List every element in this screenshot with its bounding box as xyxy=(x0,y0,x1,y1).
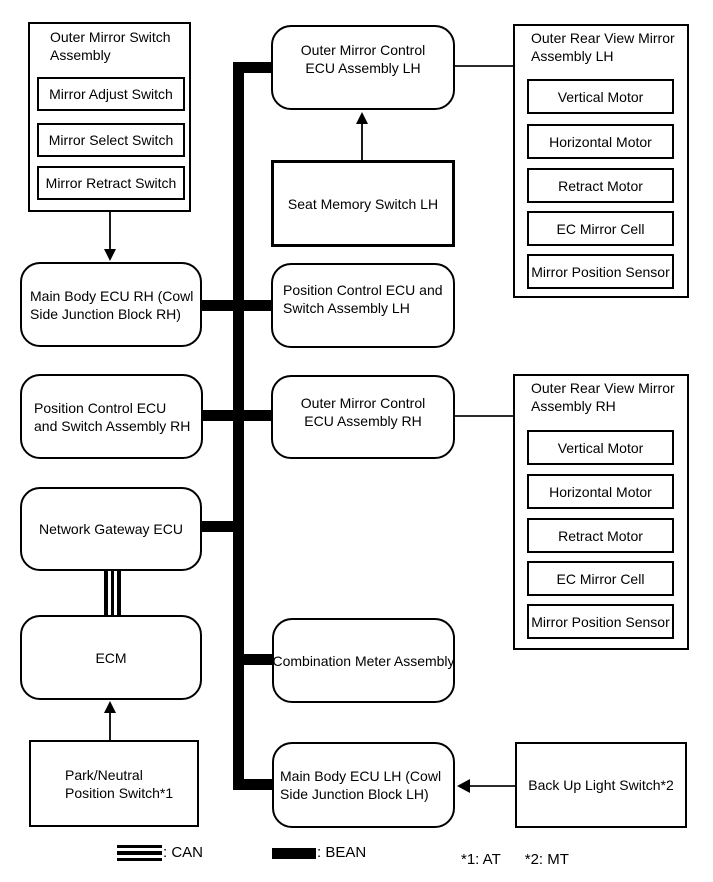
arrow-down-icon xyxy=(104,249,116,261)
node-outer-mirror-switch-assembly: Outer Mirror Switch Assembly Mirror Adju… xyxy=(28,22,191,212)
node-vertical-motor-lh: Vertical Motor xyxy=(527,79,674,114)
node-ecm: ECM xyxy=(20,615,202,700)
node-seat-memory-switch-lh: Seat Memory Switch LH xyxy=(271,160,455,247)
node-combination-meter-assembly: Combination Meter Assembly xyxy=(272,618,455,703)
node-mirror-position-sensor-lh: Mirror Position Sensor xyxy=(527,254,674,289)
can-bus-connector xyxy=(104,571,121,615)
arrow-line-backup-switch-to-main-body-lh xyxy=(470,785,515,787)
node-vertical-motor-rh: Vertical Motor xyxy=(527,430,674,465)
node-outer-mirror-control-ecu-lh: Outer Mirror Control ECU Assembly LH xyxy=(271,25,455,110)
node-horizontal-motor-rh: Horizontal Motor xyxy=(527,474,674,509)
node-ec-mirror-cell-rh: EC Mirror Cell xyxy=(527,561,674,596)
node-outer-mirror-control-ecu-rh: Outer Mirror Control ECU Assembly RH xyxy=(271,375,455,459)
bean-stub-main-body-ecu-lh xyxy=(244,779,272,790)
arrow-left-icon xyxy=(457,779,470,793)
line-lh-ecu-to-mirror-assembly xyxy=(455,65,513,67)
node-ec-mirror-cell-lh: EC Mirror Cell xyxy=(527,211,674,246)
bean-stub-position-control-lh xyxy=(244,300,272,311)
node-backup-light-switch: Back Up Light Switch*2 xyxy=(515,742,687,828)
node-network-gateway-ecu: Network Gateway ECU xyxy=(20,487,202,571)
node-title: Outer Rear View Mirror Assembly LH xyxy=(531,30,675,64)
node-horizontal-motor-lh: Horizontal Motor xyxy=(527,124,674,159)
arrow-up-icon xyxy=(104,701,116,713)
bean-stub-outer-mirror-control-lh xyxy=(233,62,272,73)
bean-stub-main-body-ecu-rh xyxy=(202,300,233,311)
bean-stub-position-control-rh xyxy=(203,410,233,421)
can-legend-icon xyxy=(117,845,162,861)
node-position-control-ecu-lh: Position Control ECU and Switch Assembly… xyxy=(271,263,455,348)
bean-legend-label: : BEAN xyxy=(317,844,367,861)
node-retract-motor-rh: Retract Motor xyxy=(527,518,674,553)
arrow-line-switch-to-main-body-rh xyxy=(109,212,111,249)
node-main-body-ecu-lh: Main Body ECU LH (Cowl Side Junction Blo… xyxy=(272,742,455,828)
bean-stub-outer-mirror-control-rh xyxy=(244,410,272,421)
bean-stub-combination-meter xyxy=(244,654,272,665)
node-main-body-ecu-rh: Main Body ECU RH (Cowl Side Junction Blo… xyxy=(20,262,202,347)
node-outer-rear-view-mirror-assembly-lh: Outer Rear View Mirror Assembly LH Verti… xyxy=(513,24,689,298)
node-title: Outer Rear View Mirror Assembly RH xyxy=(531,380,675,414)
footnote-mt: *2: MT xyxy=(524,851,569,868)
node-park-neutral-position-switch: Park/Neutral Position Switch*1 xyxy=(29,740,199,827)
node-mirror-adjust-switch: Mirror Adjust Switch xyxy=(37,77,185,111)
bean-legend-icon xyxy=(272,848,316,859)
arrow-line-seat-memory-to-lh-ecu xyxy=(361,124,363,160)
arrow-up-icon xyxy=(356,112,368,124)
can-legend-label: : CAN xyxy=(163,844,204,861)
node-mirror-select-switch: Mirror Select Switch xyxy=(37,123,185,157)
footnote-at: *1: AT xyxy=(461,851,501,868)
footnotes: *1: AT *2: MT xyxy=(461,851,593,868)
node-title: Outer Mirror Switch Assembly xyxy=(50,29,171,63)
node-retract-motor-lh: Retract Motor xyxy=(527,168,674,203)
bean-stub-network-gateway xyxy=(202,521,233,532)
arrow-line-park-neutral-to-ecm xyxy=(109,713,111,740)
bean-bus-vertical xyxy=(233,62,244,790)
node-outer-rear-view-mirror-assembly-rh: Outer Rear View Mirror Assembly RH Verti… xyxy=(513,374,689,650)
line-rh-ecu-to-mirror-assembly xyxy=(455,415,513,417)
node-mirror-retract-switch: Mirror Retract Switch xyxy=(37,166,185,200)
node-position-control-ecu-rh: Position Control ECU and Switch Assembly… xyxy=(20,374,203,459)
node-mirror-position-sensor-rh: Mirror Position Sensor xyxy=(527,604,674,639)
